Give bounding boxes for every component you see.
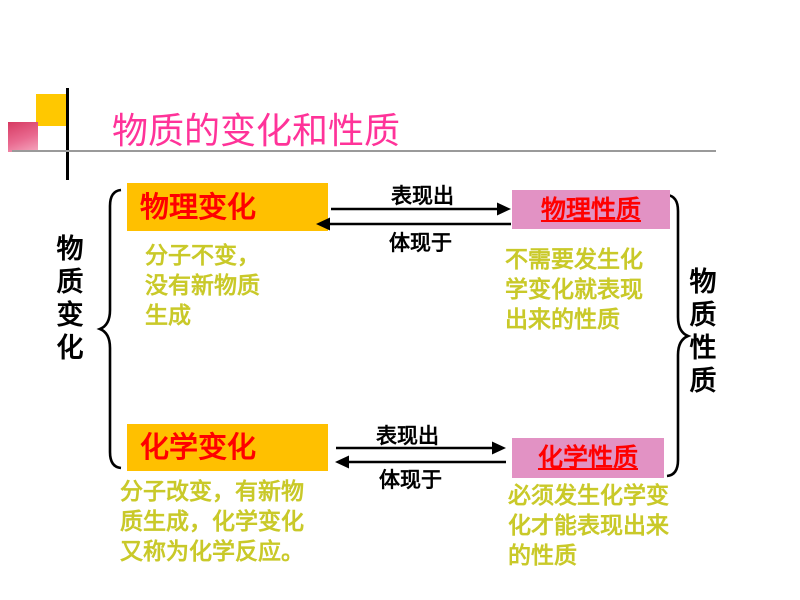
left-curly-brace (96, 188, 122, 470)
right-group-label: 物质性质 (689, 267, 717, 397)
top-backward-arrow-label: 体现于 (389, 231, 452, 255)
chemical-property-label: 化学性质 (537, 443, 638, 472)
chemical-change-box: 化学变化 (127, 424, 328, 471)
title-divider-line (12, 150, 716, 152)
physical-property-label: 物理性质 (540, 195, 641, 224)
chemical-property-box: 化学性质 (512, 438, 664, 478)
right-curly-brace (666, 193, 692, 478)
left-group-label: 物质变化 (56, 234, 84, 364)
decor-vertical-line (66, 88, 69, 180)
bottom-forward-arrow-label: 表现出 (376, 424, 439, 448)
decor-yellow-square (36, 94, 68, 126)
bottom-backward-arrow-label: 体现于 (379, 468, 442, 492)
physical-change-label: 物理变化 (140, 190, 257, 224)
physical-property-description: 不需要发生化 学变化就表现 出来的性质 (505, 247, 643, 333)
chemical-change-description: 分子改变，有新物 质生成，化学变化 又称为化学反应。 (120, 479, 304, 565)
physical-change-box: 物理变化 (127, 183, 328, 231)
physical-property-box: 物理性质 (512, 190, 670, 229)
chemical-property-description: 必须发生化学变 化才能表现出来 的性质 (508, 483, 669, 569)
physical-change-description: 分子不变， 没有新物质 生成 (145, 243, 260, 329)
top-forward-arrow-label: 表现出 (391, 184, 454, 208)
page-title: 物质的变化和性质 (112, 111, 401, 152)
decor-red-square (8, 122, 38, 152)
chemical-change-label: 化学变化 (140, 430, 257, 464)
